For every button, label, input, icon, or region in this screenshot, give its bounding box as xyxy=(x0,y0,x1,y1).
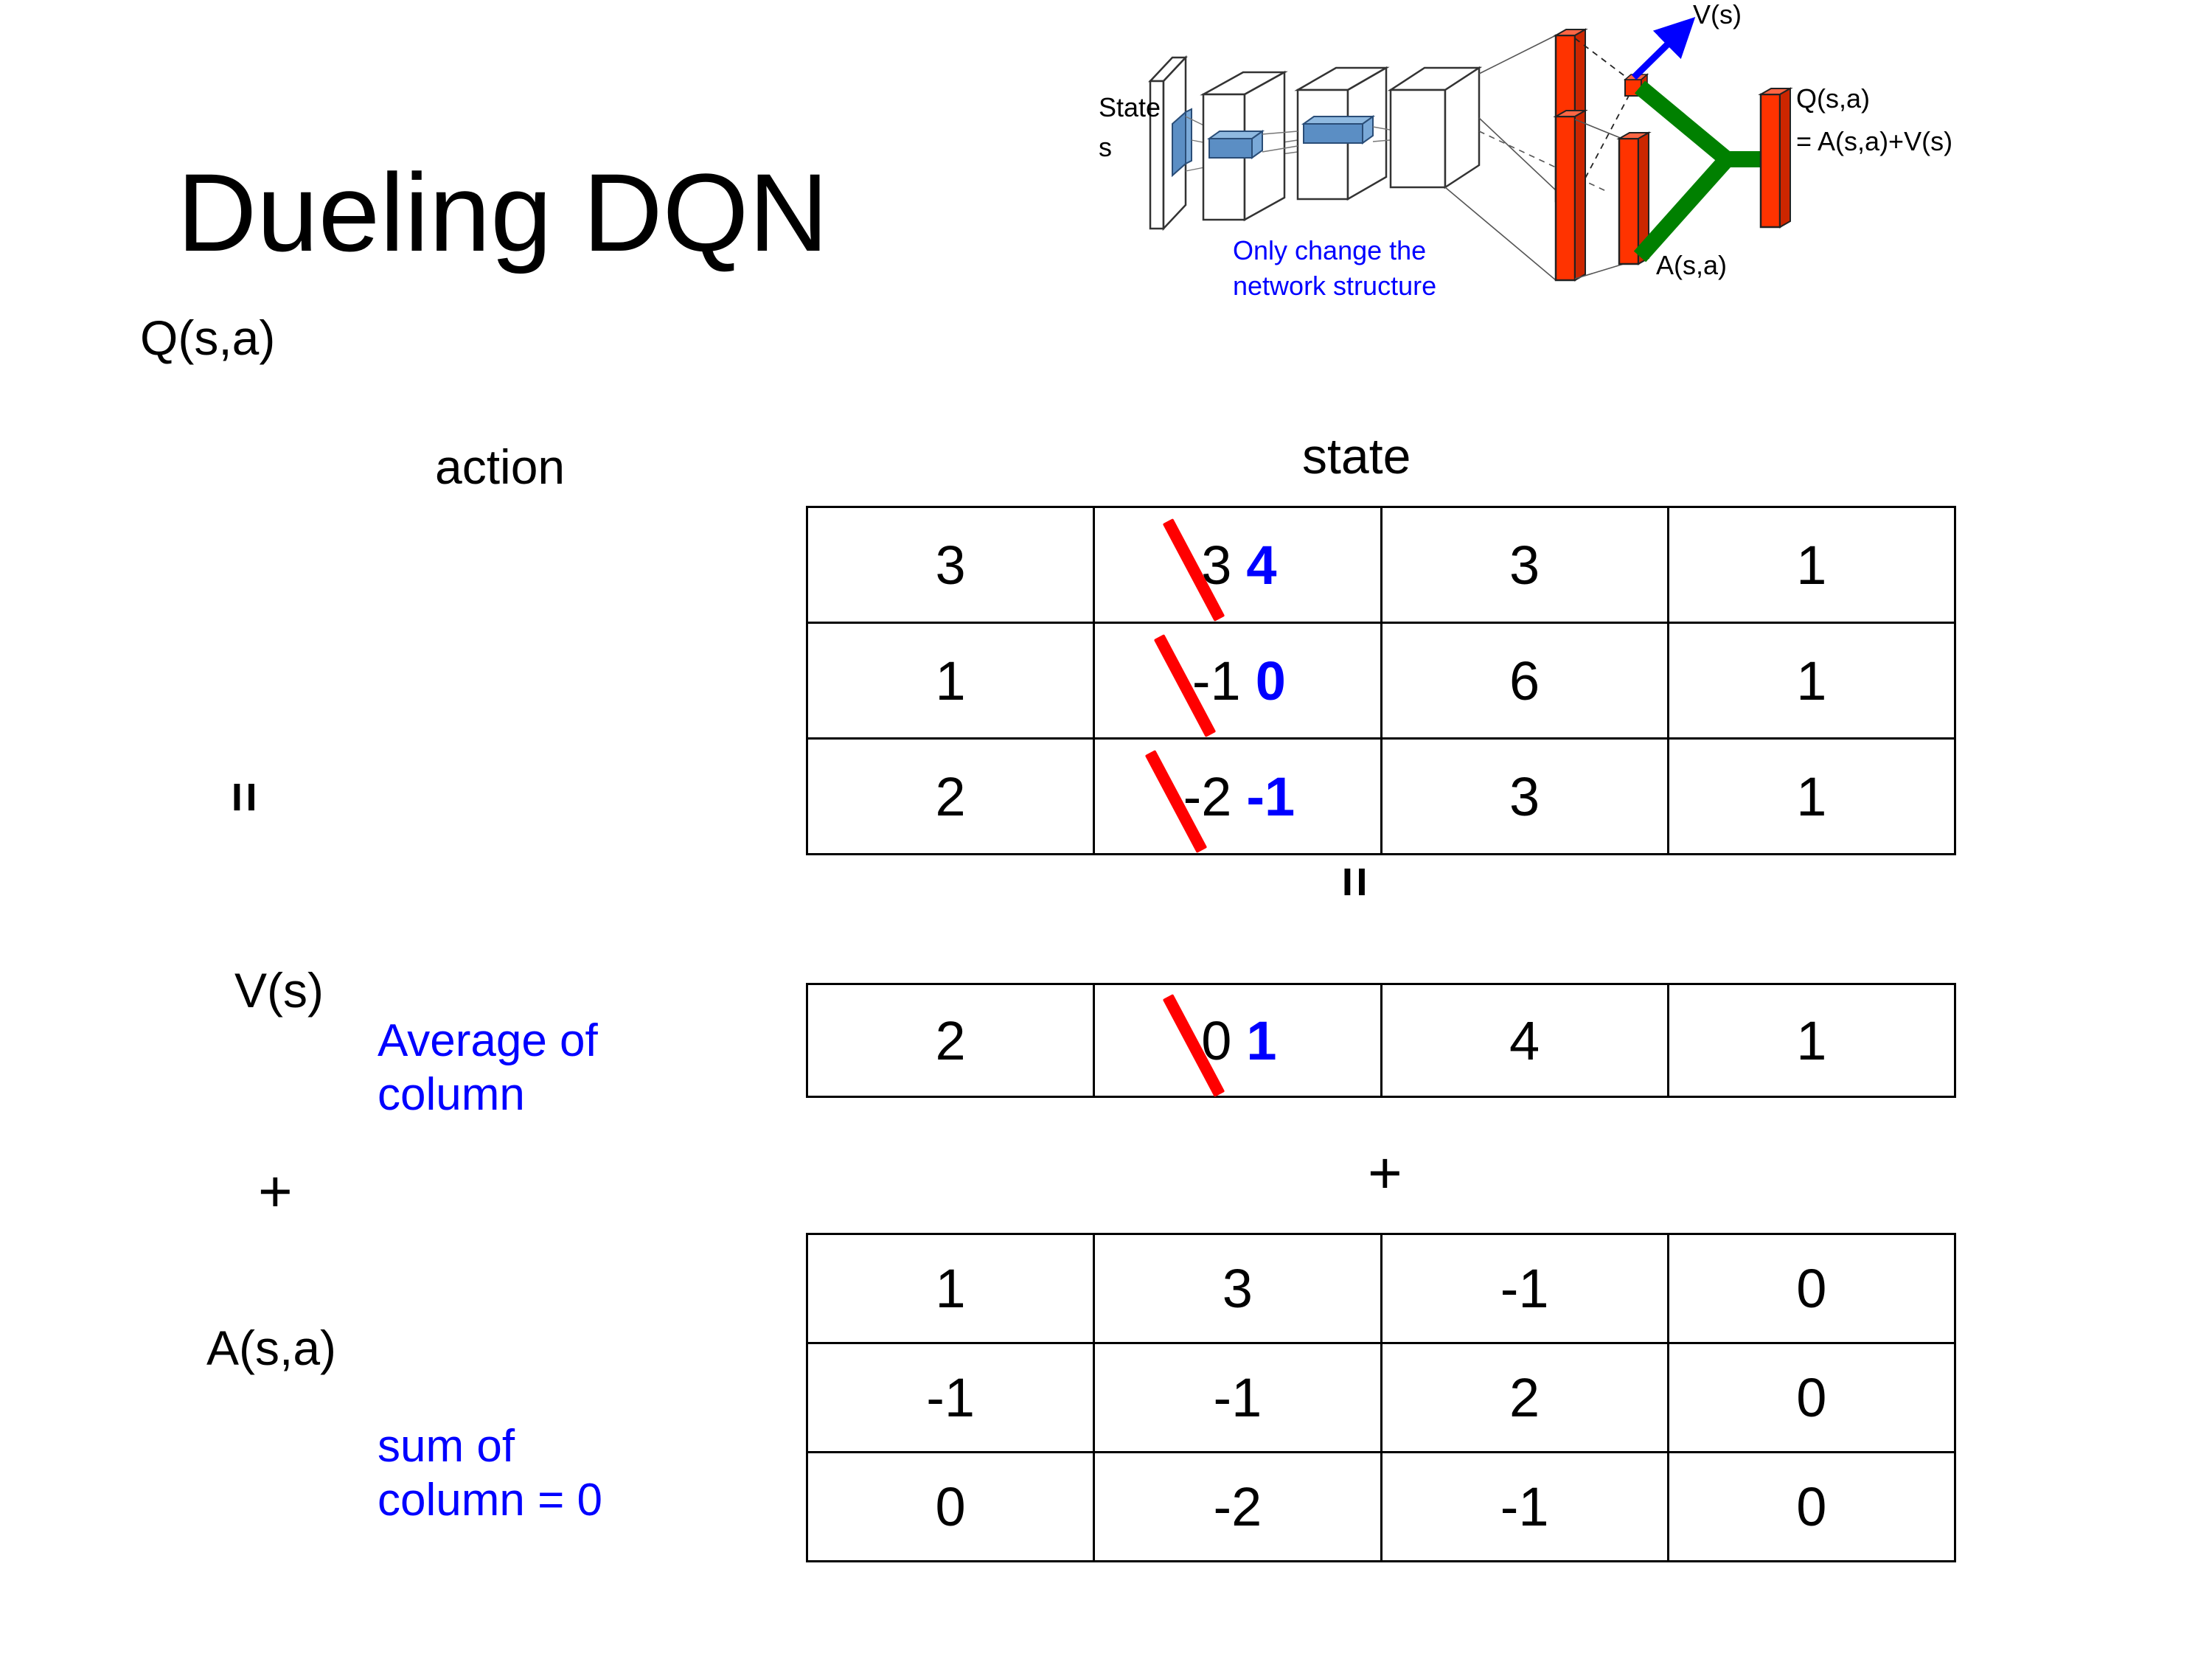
table-cell: 3 xyxy=(805,506,1096,624)
plus-sign-middle: + xyxy=(1368,1140,1402,1206)
diagram-caption-2: network structure xyxy=(1233,271,1436,301)
table-cell: 3 xyxy=(1093,1233,1382,1344)
table-cell: 3 xyxy=(1380,737,1669,855)
corrected-new-value: 4 xyxy=(1246,534,1277,596)
table-cell: -1 xyxy=(1380,1451,1669,1562)
corrected-cell: -2-1 xyxy=(1180,765,1295,828)
diagram-q-label-1: Q(s,a) xyxy=(1796,83,1870,114)
table-cell: 1 xyxy=(805,1233,1096,1344)
conv-block-3-icon xyxy=(1387,66,1483,189)
diagram-caption-1: Only change the xyxy=(1233,235,1426,265)
dueling-network-diagram: V(s) A(s,a) Q(s,a) xyxy=(1099,0,2205,413)
split-connections xyxy=(1444,35,1608,281)
diagram-a-label: A(s,a) xyxy=(1656,250,1727,280)
average-of-column-note: Average of column xyxy=(378,1014,598,1121)
table-cell: -1 xyxy=(1093,1342,1382,1453)
table-cell: -1 xyxy=(805,1342,1096,1453)
table-cell: 1 xyxy=(1666,622,1957,740)
table-cell: 2 xyxy=(1380,1342,1669,1453)
value-dashed-links xyxy=(1574,38,1630,198)
table-cell: 0 xyxy=(805,1451,1096,1562)
table-cell: -2-1 xyxy=(1093,737,1382,855)
table-cell: -1 xyxy=(1380,1233,1669,1344)
table-cell: 2 xyxy=(805,737,1096,855)
corrected-new-value: -1 xyxy=(1246,765,1295,827)
advantage-stream-bar-icon xyxy=(1553,109,1588,282)
aggregation-merge-icon xyxy=(1633,80,1764,262)
table-cell: 0 xyxy=(1666,1233,1957,1344)
struck-old-value: 0 xyxy=(1198,1009,1234,1072)
page-title: Dueling DQN xyxy=(177,150,829,274)
table-cell: -2 xyxy=(1093,1451,1382,1562)
table-cell: 0 xyxy=(1666,1451,1957,1562)
sum-of-column-note: sum of column = 0 xyxy=(378,1419,602,1527)
table-cell: 1 xyxy=(1666,506,1957,624)
diagram-v-label: V(s) xyxy=(1693,0,1742,29)
state-axis-header: state xyxy=(1302,428,1411,484)
a-function-label: A(s,a) xyxy=(206,1321,337,1375)
table-cell: 1 xyxy=(1666,737,1957,855)
diagram-state-label-1: State xyxy=(1099,92,1161,122)
struck-old-value: -1 xyxy=(1189,650,1244,712)
advantage-output-bar-icon xyxy=(1616,131,1652,265)
q-function-label: Q(s,a) xyxy=(140,310,276,365)
diagram-q-label-2: = A(s,a)+V(s) xyxy=(1796,126,1952,156)
table-cell: 2 xyxy=(805,983,1096,1098)
struck-old-value: 3 xyxy=(1198,534,1234,597)
average-note-line-2: column xyxy=(378,1069,525,1121)
table-cell: 0 xyxy=(1666,1342,1957,1453)
equals-glyph-left: = xyxy=(215,782,274,812)
conv-block-1-feature-icon xyxy=(1206,130,1265,159)
table-cell: 6 xyxy=(1380,622,1669,740)
q-output-bar-icon xyxy=(1758,87,1793,229)
action-axis-header: action xyxy=(435,439,566,494)
equals-sign-middle: = xyxy=(1325,866,1414,927)
v-function-label: V(s) xyxy=(234,963,324,1018)
sum-note-line-2: column = 0 xyxy=(378,1475,603,1526)
table-cell: 3 xyxy=(1380,506,1669,624)
value-arrow-icon xyxy=(1631,17,1696,80)
struck-old-value: -2 xyxy=(1180,765,1235,828)
diagram-state-label-2: s xyxy=(1099,132,1112,162)
equals-glyph-middle: = xyxy=(1325,866,1384,897)
average-note-line-1: Average of xyxy=(378,1015,598,1066)
corrected-new-value: 0 xyxy=(1255,650,1286,712)
table-cell: 1 xyxy=(1666,983,1957,1098)
equals-sign-left: = xyxy=(215,782,304,842)
table-cell: 4 xyxy=(1380,983,1669,1098)
corrected-new-value: 1 xyxy=(1246,1009,1277,1071)
sum-note-line-1: sum of xyxy=(378,1421,515,1472)
plus-sign-left: + xyxy=(258,1158,293,1224)
receptive-field-icon xyxy=(1172,108,1192,178)
conv-block-2-feature-icon xyxy=(1301,115,1376,145)
table-cell: 1 xyxy=(805,622,1096,740)
